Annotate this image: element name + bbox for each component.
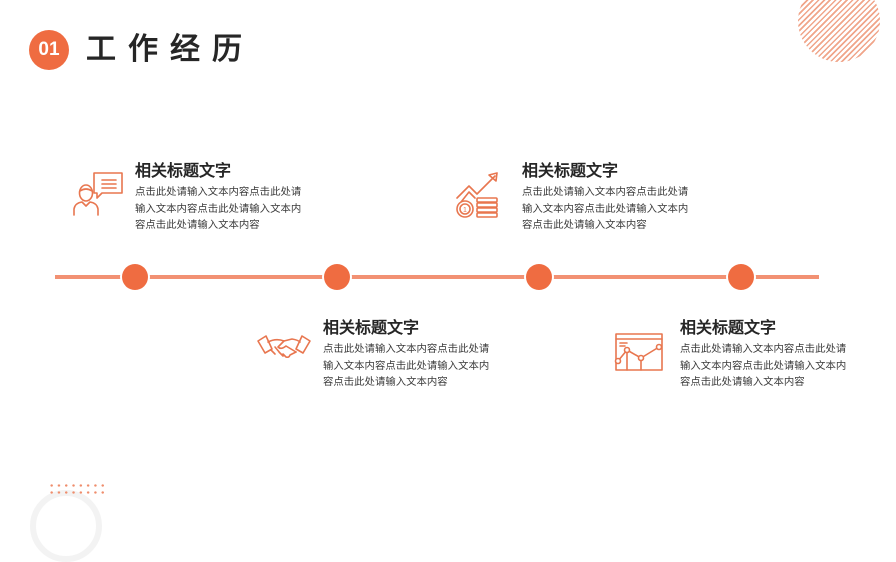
decorative-ring bbox=[30, 490, 102, 562]
person-chat-icon bbox=[72, 171, 124, 221]
item-description[interactable]: 点击此处请输入文本内容点击此处请输入文本内容点击此处请输入文本内容点击此处请输入… bbox=[135, 186, 302, 231]
item-description[interactable]: 点击此处请输入文本内容点击此处请输入文本内容点击此处请输入文本内容点击此处请输入… bbox=[323, 343, 490, 388]
timeline-node-3[interactable] bbox=[526, 264, 552, 290]
item-title: 相关标题文字 bbox=[323, 318, 420, 337]
timeline-item-1: 相关标题文字 点击此处请输入文本内容点击此处请输入文本内容点击此处请输入文本内容… bbox=[135, 160, 335, 234]
timeline-item-4: 相关标题文字 点击此处请输入文本内容点击此处请输入文本内容点击此处请输入文本内容… bbox=[680, 317, 880, 391]
timeline-line bbox=[55, 275, 819, 279]
item-description[interactable]: 点击此处请输入文本内容点击此处请输入文本内容点击此处请输入文本内容点击此处请输入… bbox=[680, 343, 847, 388]
item-title: 相关标题文字 bbox=[680, 318, 777, 337]
item-title: 相关标题文字 bbox=[135, 161, 232, 180]
timeline-item-2: 相关标题文字 点击此处请输入文本内容点击此处请输入文本内容点击此处请输入文本内容… bbox=[323, 317, 523, 391]
svg-text:1: 1 bbox=[463, 207, 467, 214]
line-chart-window-icon bbox=[613, 332, 665, 376]
timeline-node-4[interactable] bbox=[728, 264, 754, 290]
coins-growth-icon: 1 bbox=[453, 170, 507, 224]
item-title: 相关标题文字 bbox=[522, 161, 619, 180]
page-title: 工作经历 bbox=[86, 32, 254, 67]
timeline-item-3: 相关标题文字 点击此处请输入文本内容点击此处请输入文本内容点击此处请输入文本内容… bbox=[522, 160, 722, 234]
handshake-icon bbox=[256, 333, 312, 367]
timeline-node-2[interactable] bbox=[324, 264, 350, 290]
timeline-node-1[interactable] bbox=[122, 264, 148, 290]
item-description[interactable]: 点击此处请输入文本内容点击此处请输入文本内容点击此处请输入文本内容点击此处请输入… bbox=[522, 186, 689, 231]
section-number-badge: 01 bbox=[29, 30, 69, 70]
decorative-striped-circle bbox=[798, 0, 880, 62]
decorative-dot-grid bbox=[48, 482, 106, 498]
